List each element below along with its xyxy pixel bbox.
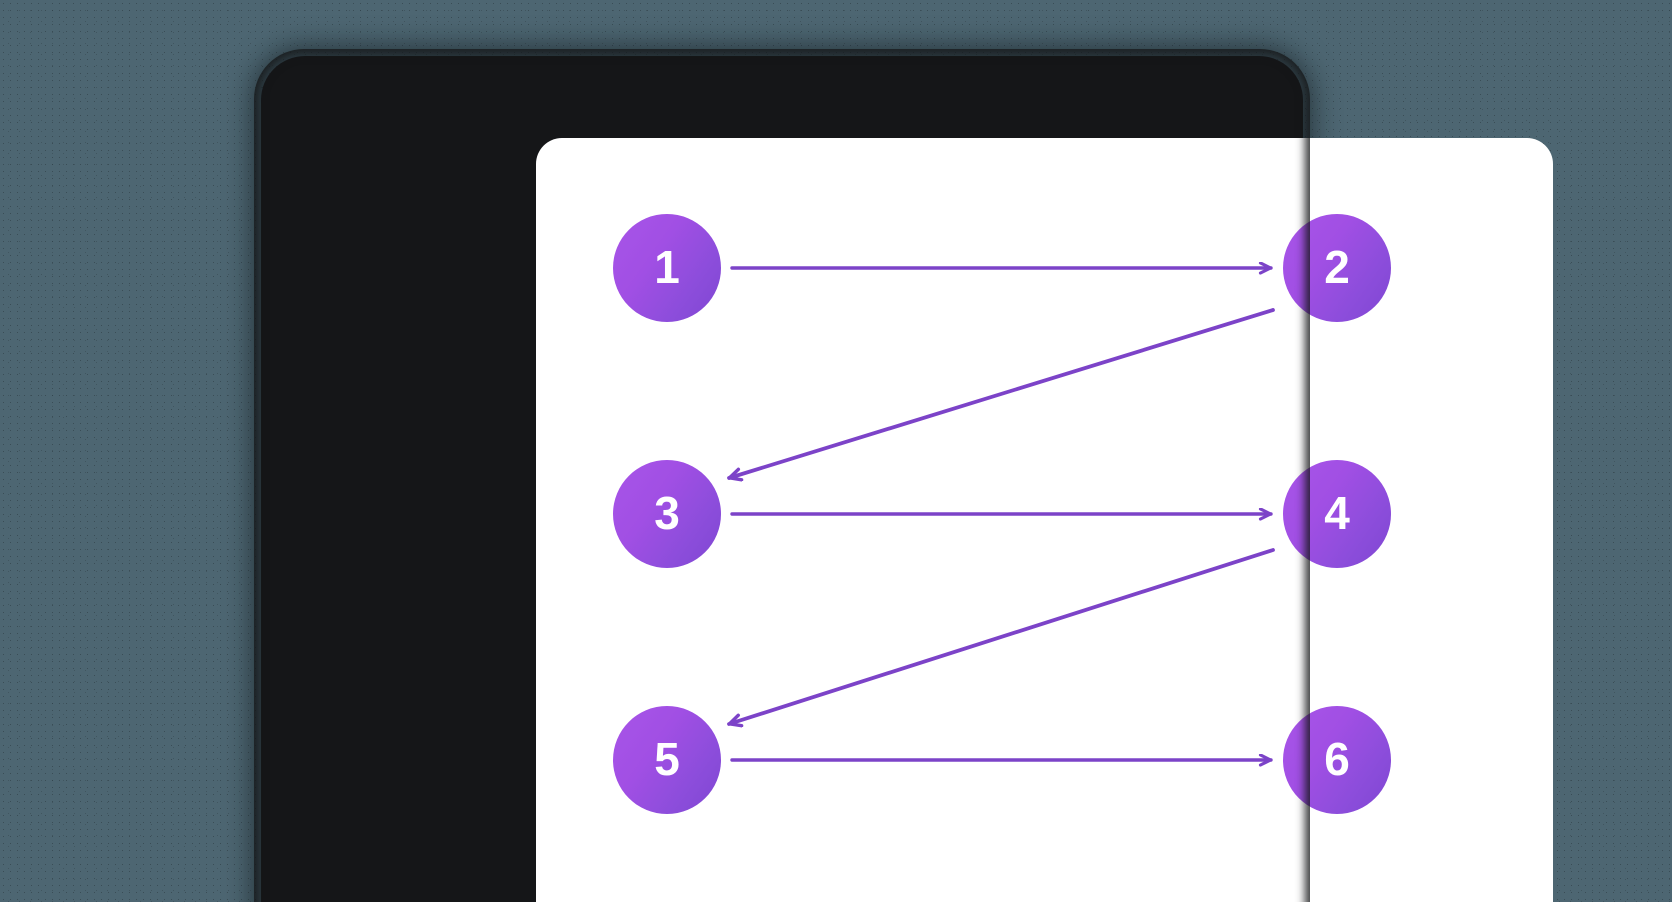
node-1-label: 1 — [654, 241, 680, 293]
node-5[interactable]: 5 — [613, 706, 721, 814]
edge-4-to-5[interactable] — [727, 548, 1275, 724]
node-6-label: 6 — [1324, 733, 1350, 785]
node-2[interactable]: 2 — [1283, 214, 1391, 322]
node-6[interactable]: 6 — [1283, 706, 1391, 814]
diagram-canvas[interactable]: 1 2 3 4 5 6 — [536, 138, 1553, 902]
node-4-label: 4 — [1324, 487, 1350, 539]
edge-layer — [727, 138, 1275, 902]
device-screen: 1 2 3 4 5 6 — [536, 138, 1553, 902]
node-3-label: 3 — [654, 487, 680, 539]
node-5-label: 5 — [654, 733, 680, 785]
node-3[interactable]: 3 — [613, 460, 721, 568]
device-frame: 1 2 3 4 5 6 — [261, 56, 1553, 902]
node-2-label: 2 — [1324, 241, 1350, 293]
node-4[interactable]: 4 — [1283, 460, 1391, 568]
edge-2-to-3[interactable] — [727, 308, 1275, 478]
node-1[interactable]: 1 — [613, 214, 721, 322]
